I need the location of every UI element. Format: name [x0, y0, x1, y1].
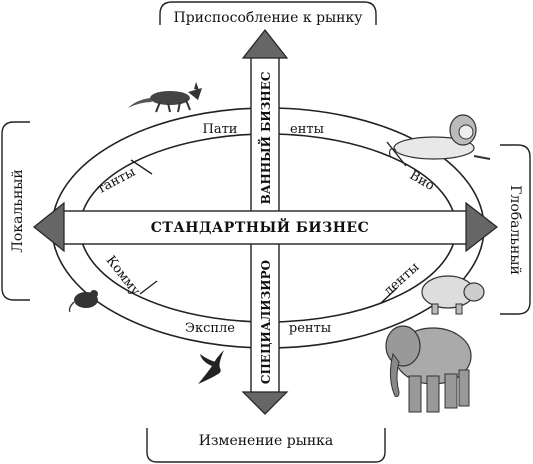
left-label: Локальный: [10, 169, 26, 253]
lion-icon: [389, 114, 491, 160]
bottom-label: Изменение рынка: [199, 433, 334, 449]
swallow-icon: [198, 350, 224, 384]
top-label: Приспособление к рынку: [174, 10, 364, 26]
segment-bottom-left: Эксплe: [185, 321, 235, 336]
hippo-icon: [421, 275, 485, 315]
fox-icon: [128, 82, 202, 113]
right-label: Глобальный: [507, 185, 523, 275]
horizontal-arrow-label: СТАНДАРТНЫЙ БИЗНЕС: [151, 217, 369, 236]
left-label-box: Локальный: [1, 121, 30, 301]
right-label-box: Глобальный: [500, 144, 531, 315]
segment-bottom-right: ренты: [289, 321, 331, 336]
segment-top-left: Пати: [203, 122, 238, 137]
horizontal-arrow: СТАНДАРТНЫЙ БИЗНЕС: [33, 201, 498, 253]
vertical-lower-label: СПЕЦИАЛИЗИРО: [259, 260, 273, 384]
segment-top-right: енты: [290, 122, 324, 137]
elephant-icon: [385, 325, 472, 413]
top-label-box: Приспособление к рынку: [159, 1, 377, 26]
bottom-label-box: Изменение рынка: [146, 428, 386, 463]
vertical-upper-label: ВАННЫЙ БИЗНЕС: [257, 72, 273, 205]
mouse-icon: [68, 290, 98, 313]
